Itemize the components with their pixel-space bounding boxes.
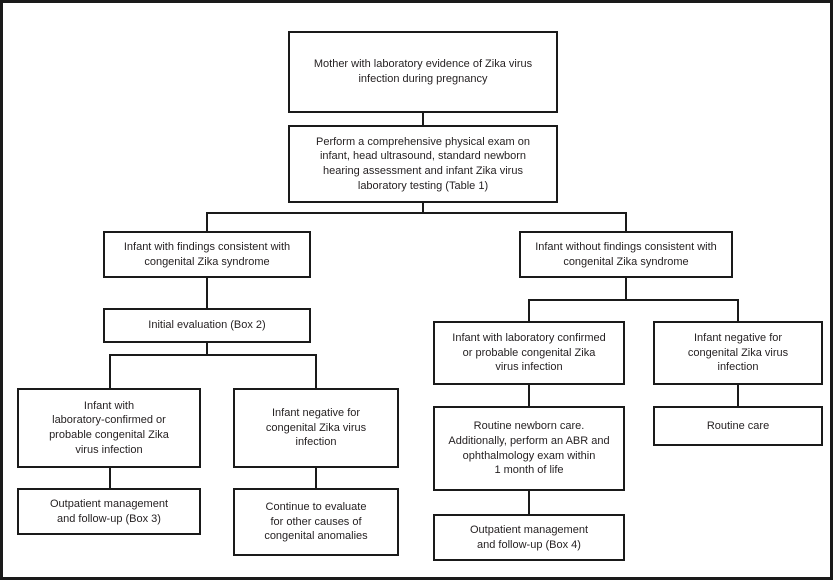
node-outpatient-management-box3-label: Outpatient management and follow-up (Box… (49, 497, 169, 525)
connector-negative-to-continue (315, 468, 317, 488)
node-outpatient-management-box4-label: Outpatient management and follow-up (Box… (469, 523, 589, 551)
node-lab-confirmed-infection-left: Infant with laboratory-confirmed or prob… (17, 388, 201, 468)
connector-drop-left-branch (206, 212, 208, 231)
connector-lab-confirmed-to-outpatient3 (109, 468, 111, 488)
node-routine-newborn-care-label: Routine newborn care. Additionally, perf… (448, 420, 610, 477)
node-routine-newborn-care: Routine newborn care. Additionally, perf… (433, 406, 625, 491)
node-initial-evaluation: Initial evaluation (Box 2) (103, 308, 311, 343)
node-outpatient-management-box3: Outpatient management and follow-up (Box… (17, 488, 201, 535)
connector-lab-confirmed-to-routine-newborn (528, 385, 530, 406)
connector-without-findings-stem (625, 278, 627, 301)
node-infant-with-findings: Infant with findings consistent with con… (103, 231, 311, 278)
connector-drop-negative-right (737, 299, 739, 321)
connector-perform-stem (422, 203, 424, 214)
connector-drop-lab-confirmed-left (109, 354, 111, 388)
node-lab-confirmed-infection-left-label: Infant with laboratory-confirmed or prob… (49, 399, 169, 456)
node-perform-comprehensive-exam-label: Perform a comprehensive physical exam on… (316, 135, 530, 192)
node-routine-care: Routine care (653, 406, 823, 446)
connector-left-split-horizontal (109, 354, 317, 356)
node-perform-comprehensive-exam: Perform a comprehensive physical exam on… (288, 125, 558, 203)
node-infant-with-findings-label: Infant with findings consistent with con… (123, 240, 291, 268)
connector-findings-to-initial-eval (206, 278, 208, 308)
node-infant-negative-left: Infant negative for congenital Zika viru… (233, 388, 399, 468)
node-infant-without-findings: Infant without findings consistent with … (519, 231, 733, 278)
node-continue-evaluate-other-causes: Continue to evaluate for other causes of… (233, 488, 399, 556)
node-mother-zika-evidence-label: Mother with laboratory evidence of Zika … (313, 58, 533, 85)
node-continue-evaluate-other-causes-label: Continue to evaluate for other causes of… (264, 501, 368, 543)
connector-mother-to-perform (422, 113, 424, 125)
node-infant-without-findings-label: Infant without findings consistent with … (535, 240, 717, 268)
connector-routine-newborn-to-outpatient4 (528, 491, 530, 514)
node-infant-negative-right: Infant negative for congenital Zika viru… (653, 321, 823, 385)
connector-drop-right-branch (625, 212, 627, 231)
node-lab-confirmed-infection-right-label: Infant with laboratory confirmed or prob… (452, 332, 606, 374)
node-outpatient-management-box4: Outpatient management and follow-up (Box… (433, 514, 625, 561)
node-lab-confirmed-infection-right: Infant with laboratory confirmed or prob… (433, 321, 625, 385)
node-mother-zika-evidence: Mother with laboratory evidence of Zika … (288, 31, 558, 113)
node-infant-negative-right-label: Infant negative for congenital Zika viru… (687, 332, 789, 374)
node-routine-care-label: Routine care (706, 419, 770, 432)
connector-negative-to-routine-care (737, 385, 739, 406)
connector-initial-eval-stem (206, 343, 208, 356)
connector-drop-lab-confirmed-right (528, 299, 530, 321)
node-infant-negative-left-label: Infant negative for congenital Zika viru… (265, 407, 367, 449)
connector-main-split-horizontal (206, 212, 627, 214)
connector-drop-negative-left (315, 354, 317, 388)
connector-right-split-horizontal (528, 299, 739, 301)
node-initial-evaluation-label: Initial evaluation (Box 2) (148, 319, 266, 332)
